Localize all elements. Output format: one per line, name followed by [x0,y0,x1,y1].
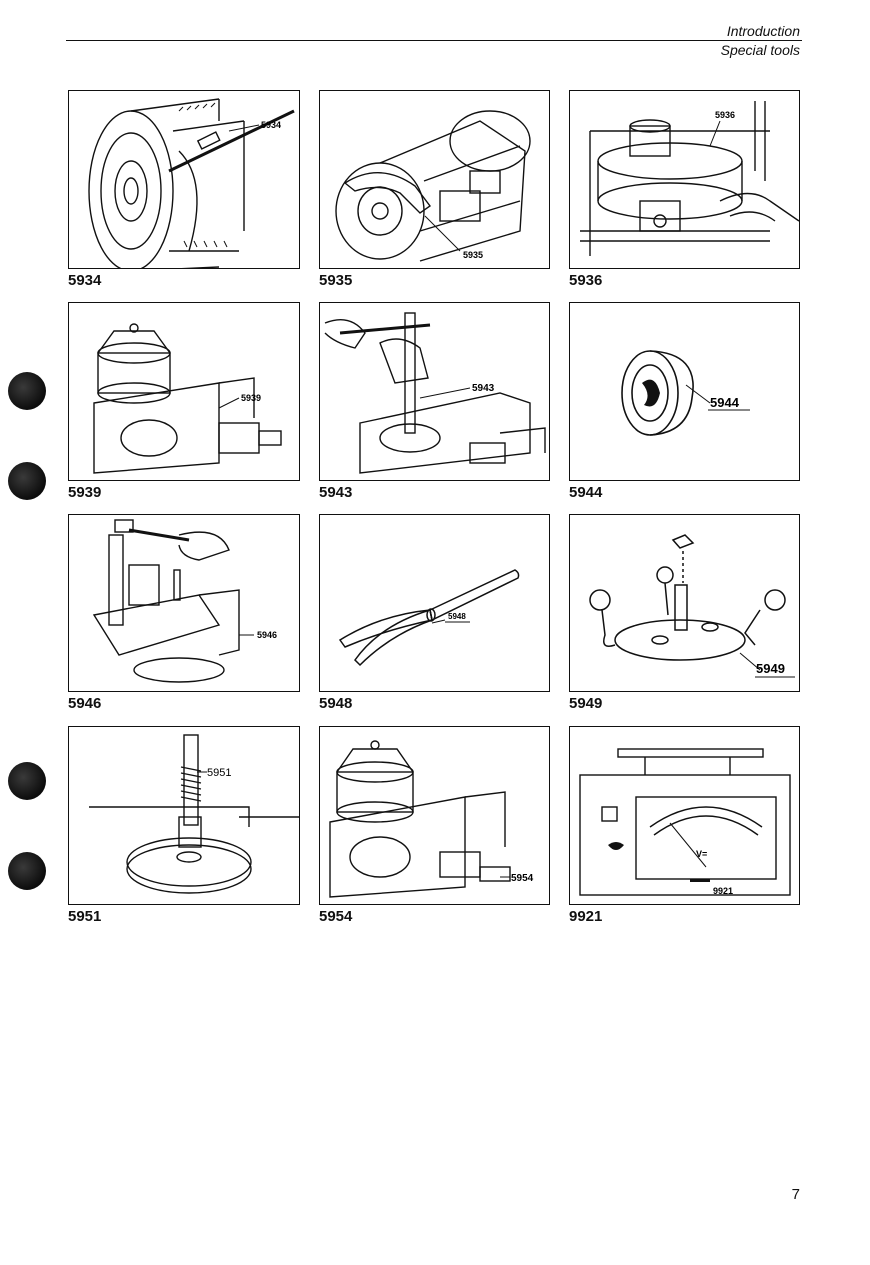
tool-callout: 9921 [713,886,733,896]
tool-illustration-5954: 5954 [319,726,550,905]
tool-number: 5948 [319,695,353,712]
tool-callout: 5944 [710,395,740,410]
tool-callout: 5951 [207,767,231,779]
tool-illustration-5935: 5935 [319,90,550,269]
subsection-title: Special tools [720,42,800,58]
tool-callout: 5935 [463,250,483,260]
binder-hole [8,372,46,410]
fork-tool-drawing: 5948 [338,569,520,667]
binder-hole [8,462,46,500]
wheel-hub-drawing: 5934 [88,98,295,268]
cone-sleeve-drawing: 5944 [621,350,750,436]
gearbox-housing-drawing: 5935 [335,110,531,262]
press-tool-drawing: 5946 [92,519,277,683]
binder-hole [8,762,46,800]
tool-illustration-5939: 5939 [68,302,300,481]
tool-illustration-5943: 5943 [319,302,550,481]
bowl-clamp-drawing: 5936 [580,101,799,256]
tool-illustration-5934: 5934 [68,90,300,269]
tool-callout: 5949 [756,661,785,676]
binder-hole [8,852,46,890]
tool-number: 5944 [569,484,603,501]
tool-number: 5951 [68,908,102,925]
tool-callout: 5954 [511,873,534,884]
tool-number: 5943 [319,484,353,501]
voltmeter-drawing: V= 9921 [579,748,791,896]
tool-illustration-5951: 5951 [68,726,300,905]
spanner-plate-drawing: 5949 [589,534,795,678]
spring-gauge-drawing: 5951 [89,734,299,894]
page-number: 7 [791,1186,800,1203]
tool-number: 5949 [569,695,603,712]
meter-symbol: V= [696,849,707,859]
tool-illustration-9921: V= 9921 [569,726,800,905]
header-rule [66,40,802,41]
tool-number: 5934 [68,272,102,289]
separator-bowl-drawing: 5939 [93,323,282,474]
tool-number: 5954 [319,908,353,925]
tool-number: 5936 [569,272,603,289]
tool-illustration-5944: 5944 [569,302,800,481]
tool-number: 5935 [319,272,353,289]
tool-callout: 5946 [257,630,277,640]
tool-illustration-5936: 5936 [569,90,800,269]
tool-callout: 5939 [241,393,261,403]
tool-number: 9921 [569,908,603,925]
tool-callout: 5943 [472,383,495,394]
section-title: Introduction [726,23,800,39]
tool-illustration-5949: 5949 [569,514,800,692]
tool-number: 5939 [68,484,102,501]
separator-drive-drawing: 5954 [329,740,534,898]
tool-callout: 5948 [448,612,466,621]
tool-callout: 5936 [715,110,735,120]
spindle-puller-drawing: 5943 [324,312,546,474]
tool-illustration-5948: 5948 [319,514,550,692]
tool-illustration-5946: 5946 [68,514,300,692]
tool-callout: 5934 [261,120,281,130]
page-header: Introduction Special tools [721,22,800,60]
tool-number: 5946 [68,695,102,712]
